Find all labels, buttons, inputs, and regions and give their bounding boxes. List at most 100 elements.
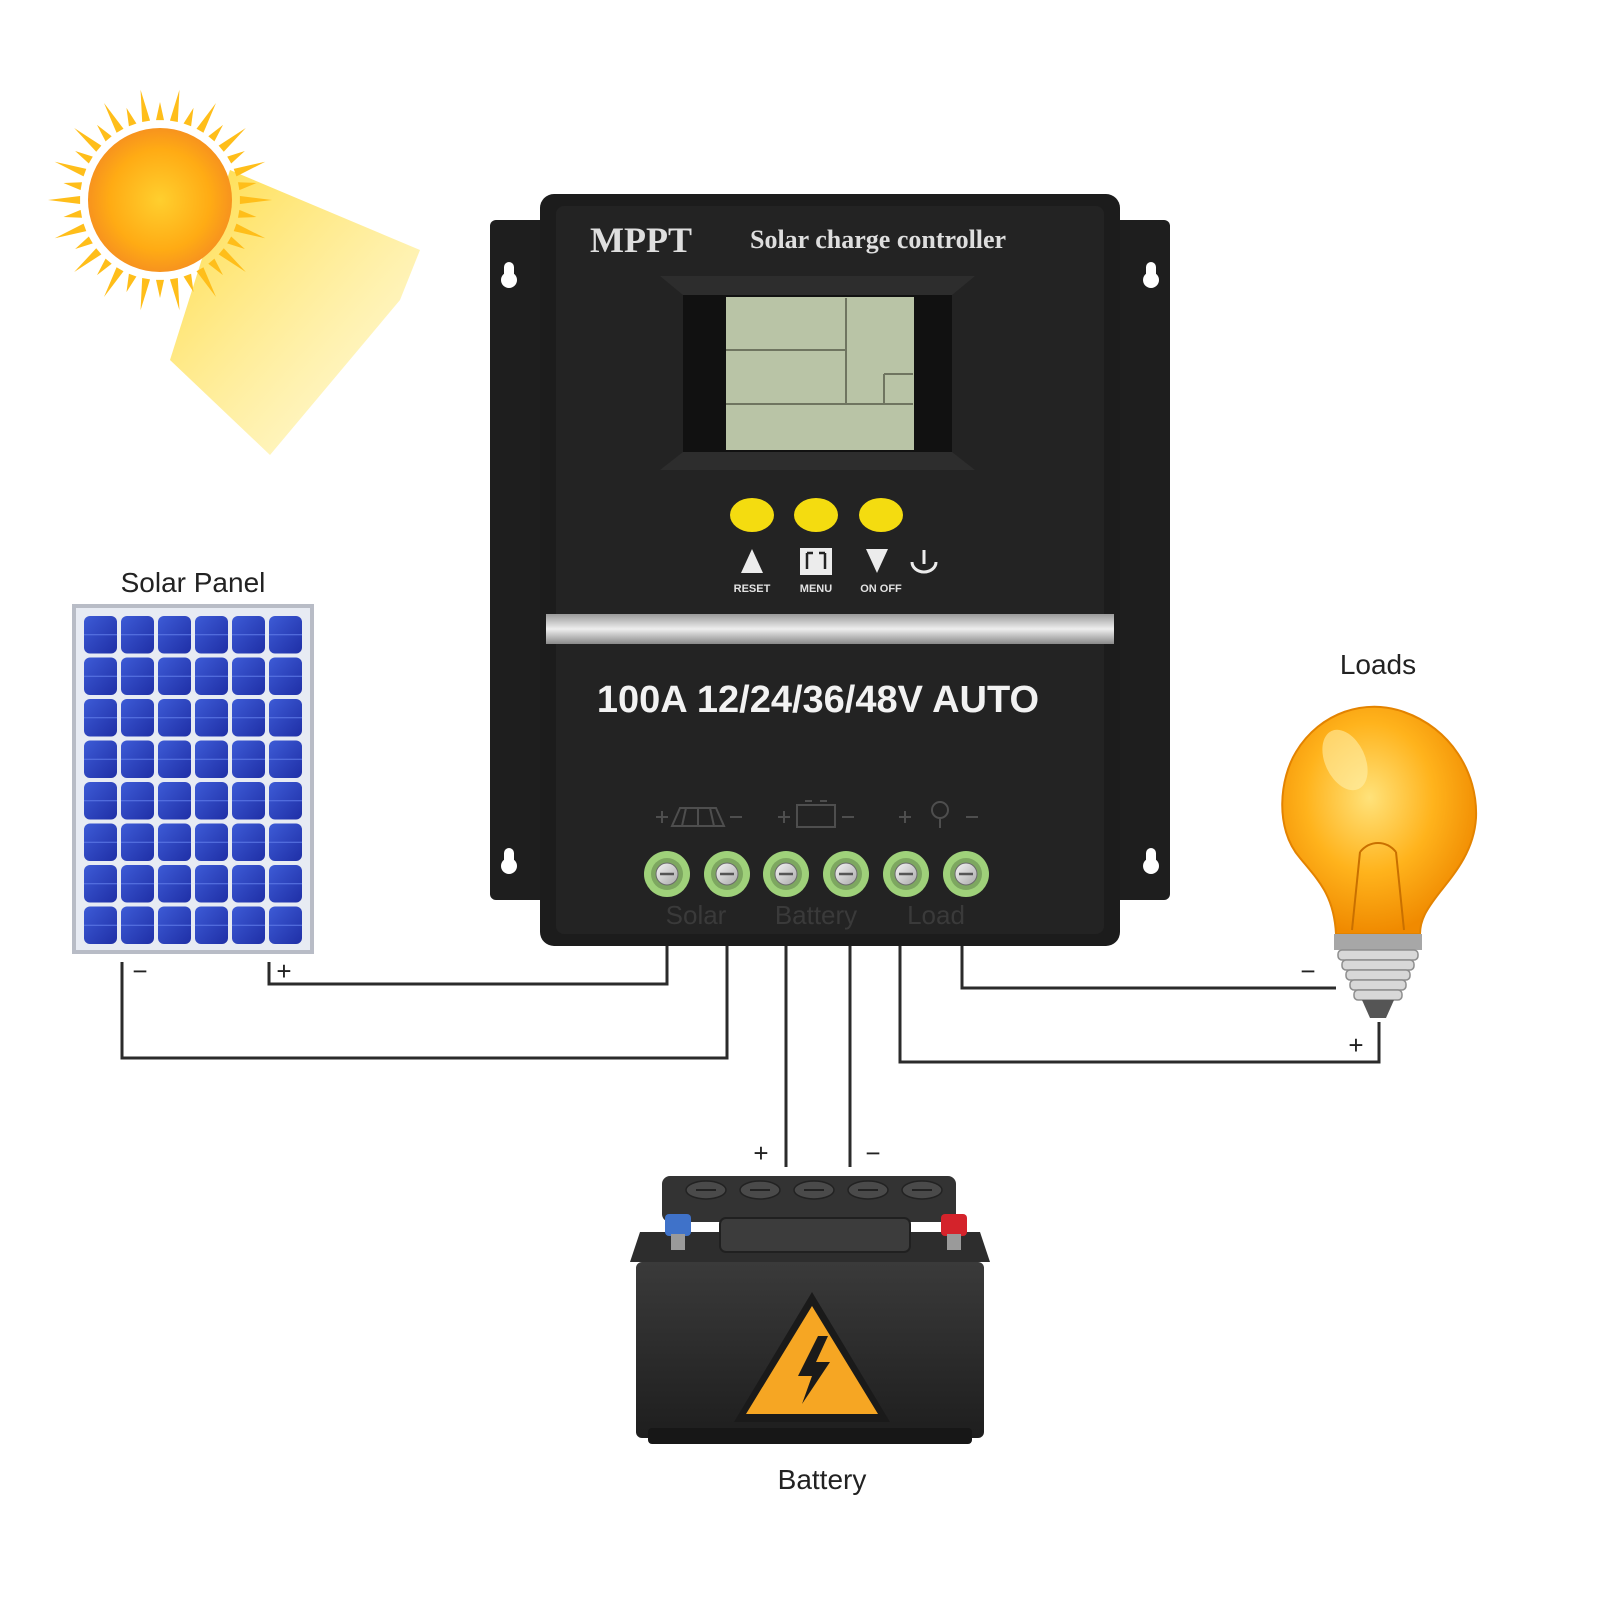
solar-cell [232, 657, 265, 695]
battery-minus: − [865, 1138, 880, 1168]
solar-cell [232, 740, 265, 778]
solar-cell [121, 740, 154, 778]
sun-ray [227, 236, 245, 249]
sun-ray [126, 273, 137, 293]
solar-cell [84, 740, 117, 778]
sun-ray [74, 128, 102, 152]
menu-label: MENU [800, 583, 832, 595]
vent-cap [739, 1180, 781, 1200]
terminal-screw[interactable] [763, 851, 809, 897]
sun-ray [97, 124, 112, 142]
reset-label: RESET [734, 583, 771, 595]
solar-cell [158, 865, 191, 903]
battery-label: Battery [778, 1464, 867, 1495]
terminal-screw[interactable] [704, 851, 750, 897]
high-voltage-warning-icon [734, 1292, 890, 1422]
solar-panel-cells [84, 616, 302, 944]
sun-ray [196, 103, 216, 133]
sun-ray [104, 103, 124, 133]
sun-ray [218, 128, 246, 152]
sun-rays [48, 89, 272, 311]
sun-ray [183, 107, 194, 127]
solar-cell [269, 740, 302, 778]
wire-load-positive [898, 944, 1381, 1064]
solar-cell [269, 699, 302, 737]
solar-cell [195, 616, 228, 654]
solar-cell [269, 823, 302, 861]
reset-button[interactable] [730, 498, 774, 532]
lcd-screen [726, 297, 914, 450]
sun-ray [74, 248, 102, 272]
sun-ray [227, 151, 245, 164]
sun-ray [54, 161, 87, 177]
power-icon [910, 550, 938, 574]
battery-icon [778, 800, 854, 828]
mount-hole-icon [501, 262, 1159, 874]
solar-cell [232, 782, 265, 820]
solar-cell [269, 906, 302, 944]
solar-cell [84, 823, 117, 861]
solar-cell [121, 865, 154, 903]
on-off-button[interactable] [859, 498, 903, 532]
controller-title: Solar charge controller [750, 225, 1006, 254]
up-triangle-icon [741, 549, 763, 573]
battery-handle-recess [719, 1217, 911, 1253]
sun-ray [63, 209, 83, 218]
solar-cell [121, 616, 154, 654]
sun-ray [169, 277, 180, 311]
battery: + − Battery [630, 1138, 990, 1495]
solar-cell [232, 865, 265, 903]
solar-cell [195, 906, 228, 944]
solar-cell [84, 657, 117, 695]
wire-solar-negative [120, 944, 729, 1060]
bulb-base [1337, 949, 1419, 1001]
sun-ray [196, 267, 216, 297]
solar-cell [232, 616, 265, 654]
terminal-block [644, 851, 989, 897]
solar-cell [158, 782, 191, 820]
sun-disc [88, 128, 232, 272]
solar-cell [269, 657, 302, 695]
wire-solar-positive [267, 944, 669, 986]
terminal-screw[interactable] [823, 851, 869, 897]
solar-panel-icon [656, 807, 742, 827]
solar-cell [158, 699, 191, 737]
terminal-label-battery: Battery [775, 900, 857, 930]
solar-cell [158, 616, 191, 654]
sun-ray [233, 161, 266, 177]
solar-cell [121, 657, 154, 695]
solar-panel: Solar Panel − + [72, 567, 314, 986]
battery-positive-terminal [941, 1214, 967, 1250]
solar-cell [195, 865, 228, 903]
menu-button[interactable] [794, 498, 838, 532]
solar-cell [121, 823, 154, 861]
on-off-label: ON OFF [860, 583, 902, 595]
sun-ray [237, 182, 257, 191]
solar-cell [195, 657, 228, 695]
terminal-screw[interactable] [883, 851, 929, 897]
solar-cell [84, 782, 117, 820]
menu-icon [800, 548, 832, 575]
solar-cell [158, 657, 191, 695]
loads-label: Loads [1340, 649, 1416, 680]
vent-cap [901, 1180, 943, 1200]
solar-cell [232, 823, 265, 861]
vent-cap [793, 1180, 835, 1200]
sun-ray [48, 196, 81, 204]
brand-label: MPPT [590, 220, 692, 260]
sun-icon [48, 89, 420, 455]
solar-cell [269, 865, 302, 903]
solar-panel-minus: − [132, 956, 147, 986]
battery-plus: + [753, 1138, 768, 1168]
solar-cell [84, 906, 117, 944]
sun-ray [208, 258, 223, 276]
solar-cell [158, 740, 191, 778]
sun-ray [156, 279, 164, 298]
terminal-screw[interactable] [943, 851, 989, 897]
terminal-screw[interactable] [644, 851, 690, 897]
mount-bracket-left [490, 220, 550, 900]
sun-ray [63, 182, 83, 191]
sun-ray [233, 223, 266, 239]
wires [120, 944, 1381, 1167]
battery-base [648, 1428, 972, 1444]
